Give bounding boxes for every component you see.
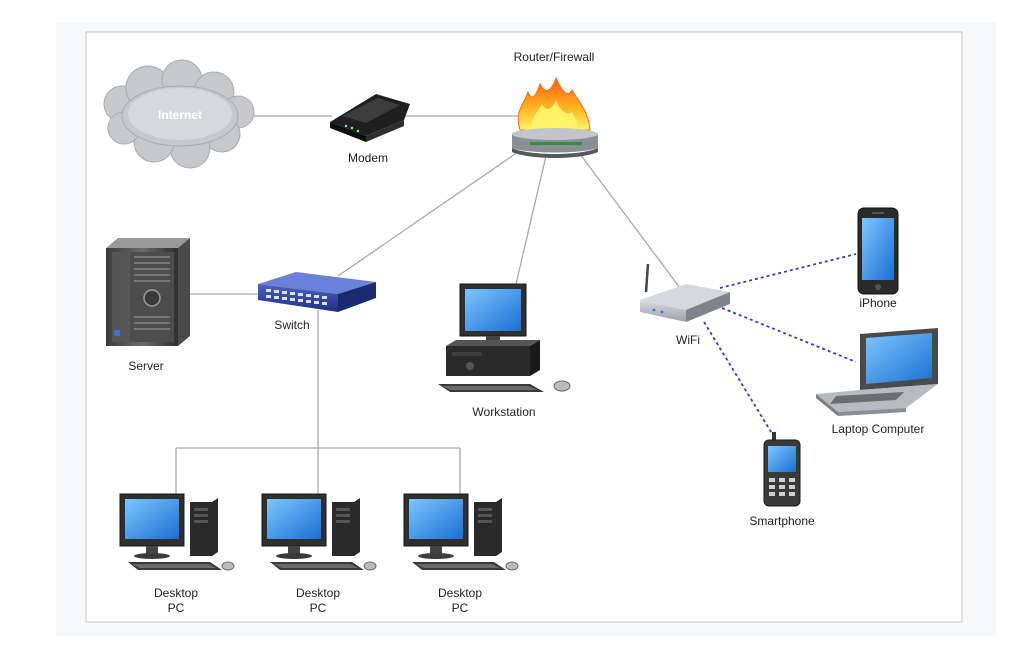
wireless-links: [703, 253, 857, 441]
internet-label: Internet: [158, 108, 202, 122]
laptop-icon: [816, 328, 938, 416]
workstation-computer-icon: [438, 283, 571, 392]
modem-label: Modem: [348, 151, 388, 165]
link-router-switch: [337, 151, 519, 277]
pc2-label-line2: PC: [310, 601, 327, 615]
pc3-label-line1: Desktop: [438, 586, 482, 600]
link-wifi-smartphone: [703, 321, 777, 441]
smartphone-icon: [763, 432, 801, 507]
link-wifi-iphone: [719, 253, 857, 289]
smartphone-label: Smartphone: [749, 514, 815, 528]
router-label: Router/Firewall: [514, 50, 595, 64]
wired-links: [175, 115, 681, 500]
workstation-label: Workstation: [472, 405, 535, 419]
desktop-pc-icon: [403, 493, 519, 571]
pc1-label-line1: Desktop: [154, 586, 198, 600]
link-wifi-laptop: [721, 307, 857, 363]
pc1-label-line2: PC: [168, 601, 185, 615]
switch-label: Switch: [274, 318, 309, 332]
modem-icon: [330, 94, 410, 142]
link-router-wifi: [579, 153, 681, 289]
pc2-label-line1: Desktop: [296, 586, 340, 600]
server-tower-icon: [106, 238, 190, 346]
link-router-workstation: [515, 155, 547, 285]
iphone-icon: [857, 207, 899, 295]
cloud-icon: [103, 59, 255, 169]
firewall-router-icon: [512, 76, 598, 158]
wifi-label: WiFi: [676, 333, 700, 347]
iphone-label: iPhone: [859, 296, 897, 310]
wifi-access-point-icon: [640, 263, 730, 322]
pc3-label-line2: PC: [452, 601, 469, 615]
laptop-label: Laptop Computer: [832, 422, 925, 436]
network-switch-icon: [258, 272, 376, 312]
desktop-pc-icon: [261, 493, 377, 571]
server-label: Server: [128, 359, 163, 373]
desktop-pc-icon: [119, 493, 235, 571]
